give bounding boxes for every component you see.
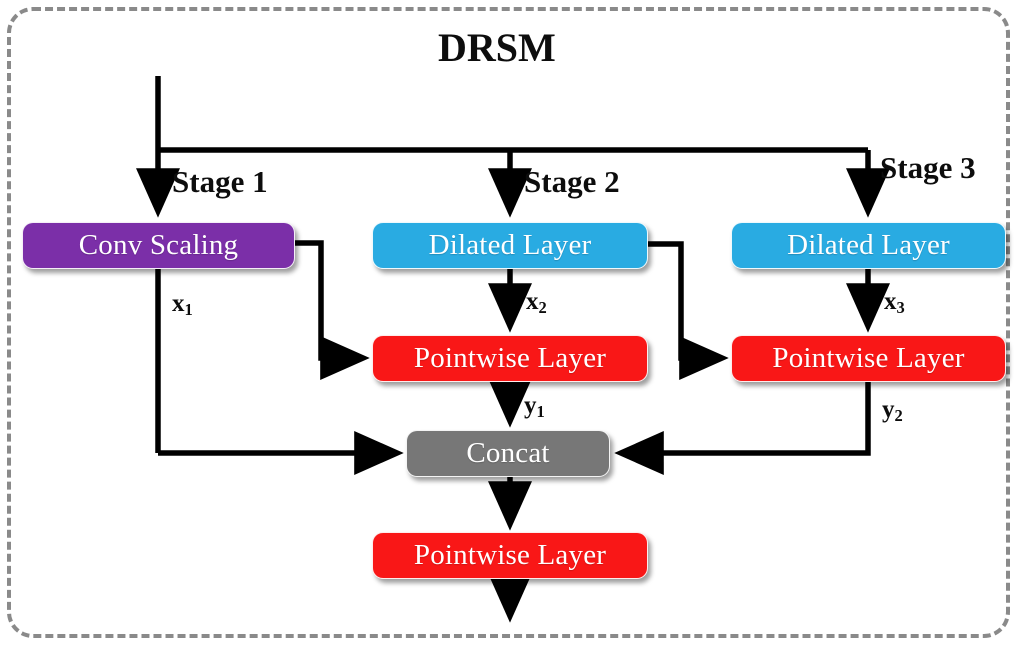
node-conv-scaling[interactable]: Conv Scaling xyxy=(22,222,295,269)
signal-sub-x3: 3 xyxy=(896,297,905,317)
stage-label-2: Stage 2 xyxy=(524,164,620,199)
signal-base-x3: x xyxy=(884,288,897,315)
signal-base-x1: x xyxy=(172,290,185,317)
diagram-title: DRSM xyxy=(438,25,556,70)
node-pointwise-layer-1[interactable]: Pointwise Layer xyxy=(372,335,648,382)
signal-base-x2: x xyxy=(526,288,539,315)
signal-base-y2: y xyxy=(882,396,895,423)
signal-sub-y2: 2 xyxy=(894,405,903,425)
node-pointwise-layer-2[interactable]: Pointwise Layer xyxy=(731,335,1006,382)
signal-label-y2: y2 xyxy=(882,396,903,425)
signal-base-y1: y xyxy=(524,392,537,419)
signal-sub-y1: 1 xyxy=(536,401,545,421)
node-dilated-layer-2[interactable]: Dilated Layer xyxy=(731,222,1006,269)
signal-label-x1: x1 xyxy=(172,290,193,319)
signal-label-y1: y1 xyxy=(524,392,545,421)
signal-sub-x1: 1 xyxy=(184,299,193,319)
node-pointwise-layer-3[interactable]: Pointwise Layer xyxy=(372,532,648,579)
module-boundary-frame xyxy=(7,7,1010,638)
signal-label-x3: x3 xyxy=(884,288,905,317)
stage-label-1: Stage 1 xyxy=(172,164,268,199)
stage-label-3: Stage 3 xyxy=(880,150,976,185)
node-dilated-layer-1[interactable]: Dilated Layer xyxy=(372,222,648,269)
signal-label-x2: x2 xyxy=(526,288,547,317)
signal-sub-x2: 2 xyxy=(538,297,547,317)
node-concat[interactable]: Concat xyxy=(406,430,610,477)
